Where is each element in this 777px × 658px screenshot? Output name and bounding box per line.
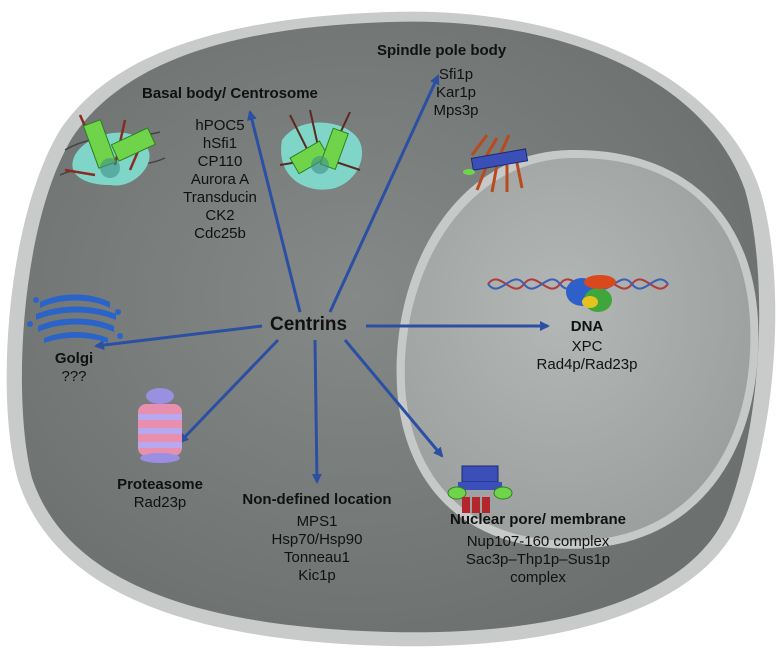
- proteasome-item: Rad23p: [133, 494, 187, 511]
- spindle-pole-body-icon: [463, 134, 529, 193]
- basal-body-item: hSfi1: [202, 135, 238, 152]
- basal-body-icon: [59, 114, 166, 186]
- basal-body-item: Cdc25b: [194, 225, 246, 242]
- non-defined-title: Non-defined location: [242, 491, 392, 508]
- dna-item: XPC: [571, 338, 603, 355]
- nuclear-pore-item: Nup107-160 complex: [466, 533, 610, 550]
- basal-body-item: Aurora A: [190, 171, 250, 188]
- dna-item: Rad4p/Rad23p: [536, 356, 638, 373]
- nuclear-pore-item: Sac3p–Thp1p–Sus1p: [465, 551, 611, 568]
- non-defined-group: Non-defined location MPS1 Hsp70/Hsp90 To…: [227, 491, 407, 585]
- arrow-to-basal-body: [247, 110, 302, 313]
- golgi-title: Golgi: [54, 350, 94, 367]
- spindle-pole-body-item: Mps3p: [433, 102, 479, 119]
- spindle-pole-body-item: Sfi1p: [438, 66, 474, 83]
- non-defined-item: Kic1p: [298, 567, 336, 584]
- proteasome-icon: [138, 388, 182, 463]
- golgi-group: Golgi ???: [44, 350, 104, 386]
- basal-body-list: hPOC5 hSfi1 CP110 Aurora A Transducin CK…: [165, 117, 275, 243]
- spindle-pole-body-title: Spindle pole body: [377, 42, 507, 59]
- proteasome-title: Proteasome: [117, 476, 203, 493]
- arrow-to-nuclear-pore: [343, 339, 444, 458]
- nuclear-pore-title: Nuclear pore/ membrane: [450, 511, 626, 528]
- spindle-pole-body-list: Sfi1p Kar1p Mps3p: [416, 66, 496, 120]
- arrow-to-proteasome: [178, 338, 280, 444]
- dna-title: DNA: [570, 318, 604, 335]
- basal-body-item: CP110: [197, 153, 243, 170]
- basal-body-title: Basal body/ Centrosome: [142, 85, 318, 102]
- non-defined-item: MPS1: [296, 513, 338, 530]
- dna-icon: [487, 275, 669, 312]
- spindle-pole-body-item: Kar1p: [435, 84, 477, 101]
- arrow-to-golgi: [94, 324, 263, 351]
- nucleus-body: [404, 157, 751, 541]
- dna-group: DNA XPC Rad4p/Rad23p: [522, 318, 652, 374]
- non-defined-item: Tonneau1: [284, 549, 350, 566]
- non-defined-item: Hsp70/Hsp90: [271, 531, 363, 548]
- nuclear-pore-group: Nuclear pore/ membrane Nup107-160 comple…: [438, 511, 638, 587]
- nucleus: [396, 149, 759, 549]
- centrosome-icon: [279, 109, 363, 190]
- arrow-to-spindle-pole-body: [328, 74, 440, 313]
- nuclear-pore-item: complex: [510, 569, 566, 586]
- arrow-to-non-defined: [311, 339, 322, 484]
- basal-body-item: hPOC5: [195, 117, 245, 134]
- proteasome-group: Proteasome Rad23p: [100, 476, 220, 512]
- nuclear-pore-icon: [447, 465, 513, 513]
- arrows: [94, 74, 550, 484]
- centrins-label: Centrins: [270, 314, 348, 335]
- golgi-item: ???: [61, 368, 87, 385]
- basal-body-item: CK2: [205, 207, 235, 224]
- basal-body-item: Transducin: [183, 189, 257, 206]
- golgi-icon: [27, 294, 123, 343]
